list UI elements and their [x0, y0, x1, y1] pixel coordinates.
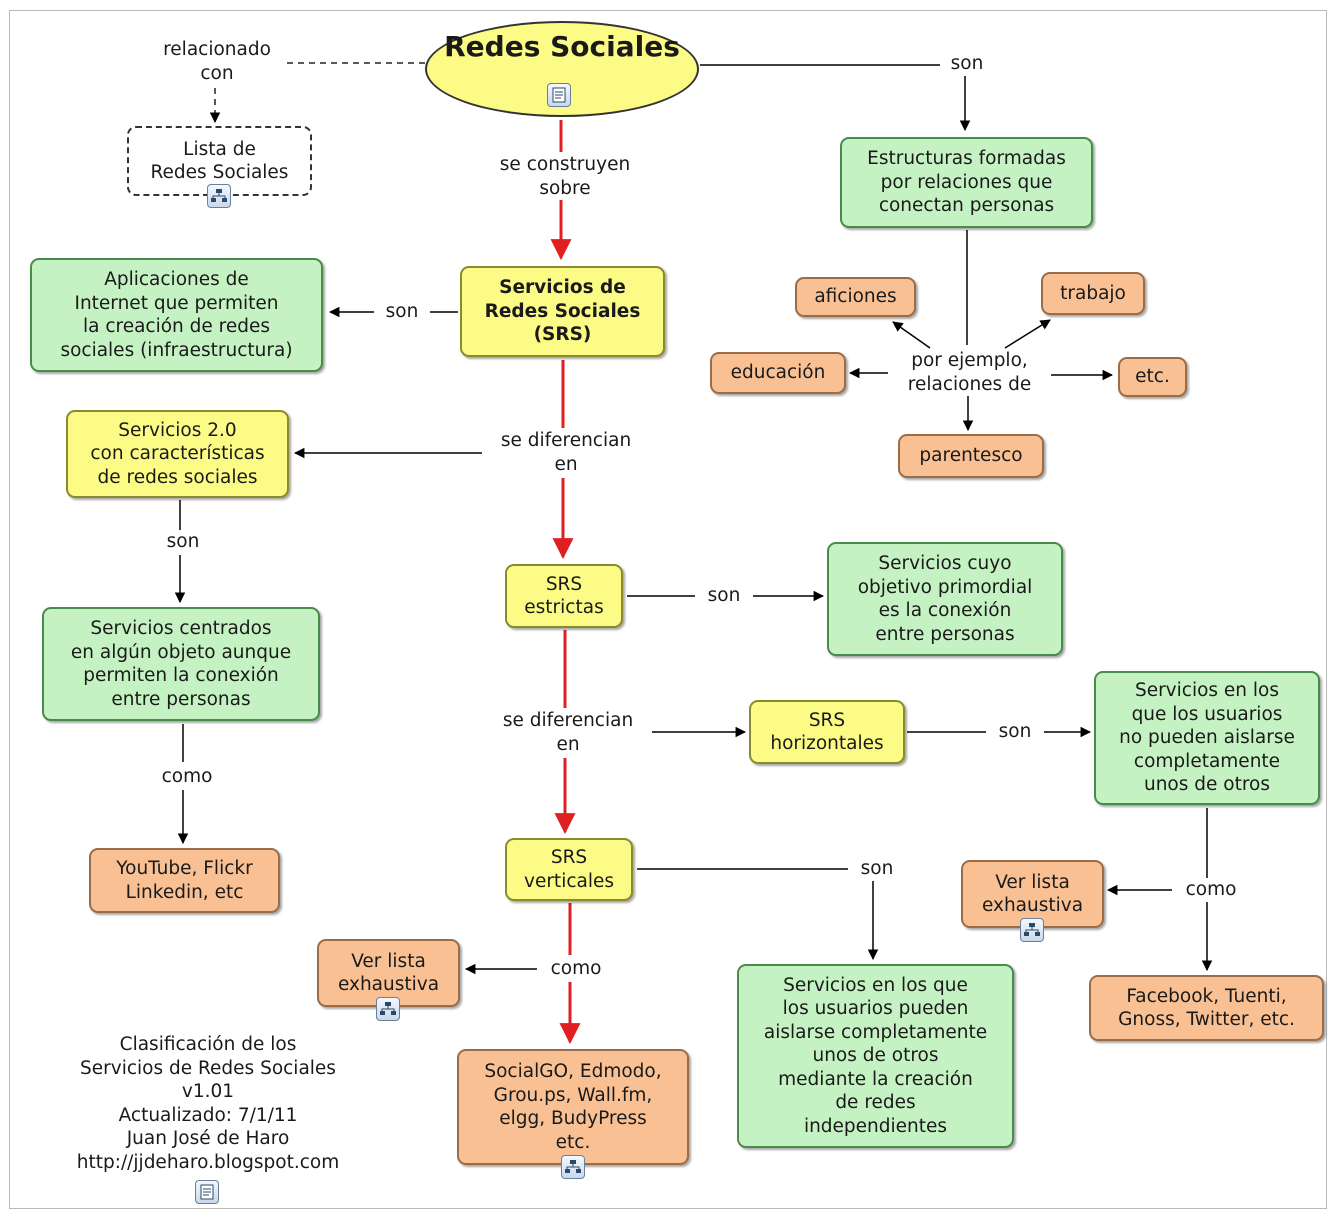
link-se-construyen: se construyen sobre	[478, 153, 652, 200]
link-son-verticales: son	[848, 857, 906, 881]
node-ver-lista-left[interactable]: Ver lista exhaustiva	[317, 939, 460, 1007]
node-etc[interactable]: etc.	[1118, 357, 1187, 397]
node-servicios-centrados[interactable]: Servicios centrados en algún objeto aunq…	[42, 607, 320, 721]
link-son-top: son	[940, 52, 994, 76]
node-srs[interactable]: Servicios de Redes Sociales (SRS)	[460, 266, 665, 357]
submap-icon[interactable]	[376, 997, 400, 1021]
link-se-diferencian-1: se diferencian en	[482, 429, 650, 476]
node-ver-lista-right[interactable]: Ver lista exhaustiva	[961, 860, 1104, 928]
node-trabajo[interactable]: trabajo	[1041, 272, 1145, 315]
link-como-centrados: como	[148, 765, 226, 789]
link-se-diferencian-2: se diferencian en	[484, 709, 652, 756]
submap-icon[interactable]	[207, 184, 231, 208]
node-servicios-20[interactable]: Servicios 2.0 con características de red…	[66, 410, 289, 498]
link-como-verticales: como	[537, 957, 615, 981]
link-son-servicios20: son	[154, 530, 212, 554]
map-frame	[9, 10, 1327, 1209]
node-servicios-cuyo[interactable]: Servicios cuyo objetivo primordial es la…	[827, 542, 1063, 656]
node-servicios-aislarse[interactable]: Servicios en los que los usuarios pueden…	[737, 964, 1014, 1148]
node-lista-redes-sociales[interactable]: Lista de Redes Sociales	[127, 126, 312, 196]
link-son-estrictas: son	[695, 584, 753, 608]
node-srs-verticales[interactable]: SRS verticales	[505, 838, 633, 901]
node-aficiones[interactable]: aficiones	[795, 277, 916, 317]
document-icon[interactable]	[195, 1180, 219, 1204]
node-aplicaciones[interactable]: Aplicaciones de Internet que permiten la…	[30, 258, 323, 372]
arrow-aficiones	[892, 321, 931, 349]
node-parentesco[interactable]: parentesco	[898, 434, 1044, 478]
link-son-aplicaciones: son	[374, 300, 430, 324]
arrow-trabajo	[1004, 319, 1051, 349]
link-por-ejemplo: por ejemplo, relaciones de	[888, 349, 1051, 396]
submap-icon[interactable]	[561, 1155, 585, 1179]
node-educacion[interactable]: educación	[710, 352, 846, 394]
node-facebook[interactable]: Facebook, Tuenti, Gnoss, Twitter, etc.	[1089, 975, 1324, 1041]
node-srs-horizontales[interactable]: SRS horizontales	[749, 700, 905, 764]
link-relacionado-con: relacionado con	[148, 38, 286, 85]
document-icon[interactable]	[547, 83, 571, 107]
node-youtube[interactable]: YouTube, Flickr Linkedin, etc	[89, 848, 280, 913]
node-servicios-no-aislarse[interactable]: Servicios en los que los usuarios no pue…	[1094, 671, 1320, 805]
link-son-horizontales: son	[986, 720, 1044, 744]
link-como-horizontales: como	[1172, 878, 1250, 902]
node-socialgo[interactable]: SocialGO, Edmodo, Grou.ps, Wall.fm, elgg…	[457, 1049, 689, 1165]
node-estructuras[interactable]: Estructuras formadas por relaciones que …	[840, 137, 1093, 228]
node-srs-estrictas[interactable]: SRS estrictas	[505, 564, 623, 628]
submap-icon[interactable]	[1020, 918, 1044, 942]
credits-text: Clasificación de los Servicios de Redes …	[76, 1034, 340, 1173]
